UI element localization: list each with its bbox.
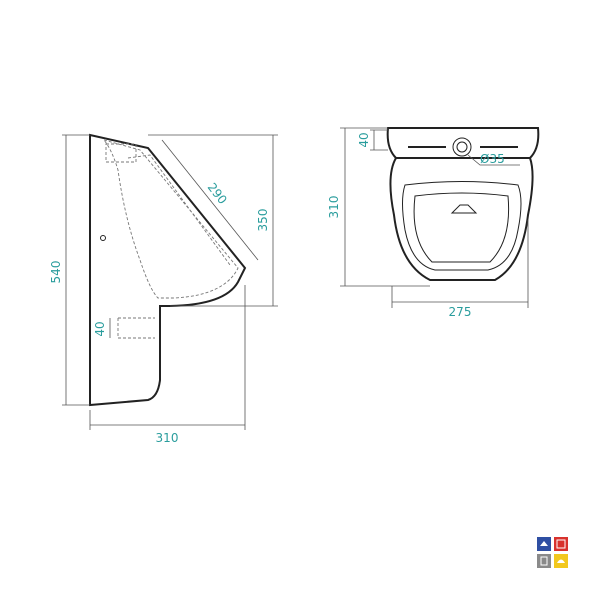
- front-view-bowl: [389, 157, 534, 281]
- gray-tile-icon: [537, 554, 551, 568]
- side-view-inner-line: [127, 154, 231, 266]
- red-tile-glyph: [556, 539, 566, 549]
- dim-side-height: 540: [49, 261, 63, 284]
- side-view-inlet-box: [105, 143, 137, 163]
- front-view-drain: [450, 204, 478, 214]
- side-view-inner-cavity: [102, 139, 239, 299]
- dim-side-outlet: 40: [93, 321, 107, 336]
- front-view-top: [386, 127, 540, 159]
- side-view-outlet: [117, 317, 155, 339]
- legend-tiles: [537, 537, 568, 568]
- side-view-fixing-hole: [100, 235, 106, 241]
- dim-side-width: 310: [156, 431, 179, 445]
- red-tile-icon: [554, 537, 568, 551]
- dim-front-height: 310: [327, 196, 341, 219]
- dim-front-width: 275: [449, 305, 472, 319]
- dim-side-depth: 350: [256, 209, 270, 232]
- side-view: 540 310 350 290 40: [49, 133, 278, 445]
- front-view-bowl-rim: [413, 192, 510, 263]
- front-view: 40 310 275 Ø35: [327, 127, 540, 319]
- dim-front-top: 40: [357, 132, 371, 147]
- yellow-tile-glyph: [557, 559, 565, 563]
- front-view-inner-bowl: [402, 181, 522, 271]
- dim-side-slope: 290: [205, 180, 230, 207]
- blue-tile-glyph: [540, 541, 548, 546]
- front-view-inlet: [452, 137, 472, 157]
- side-view-outline: [89, 133, 247, 407]
- dim-front-inlet: Ø35: [480, 152, 505, 166]
- gray-tile-glyph: [540, 556, 548, 566]
- front-view-inlet-inner: [456, 141, 468, 153]
